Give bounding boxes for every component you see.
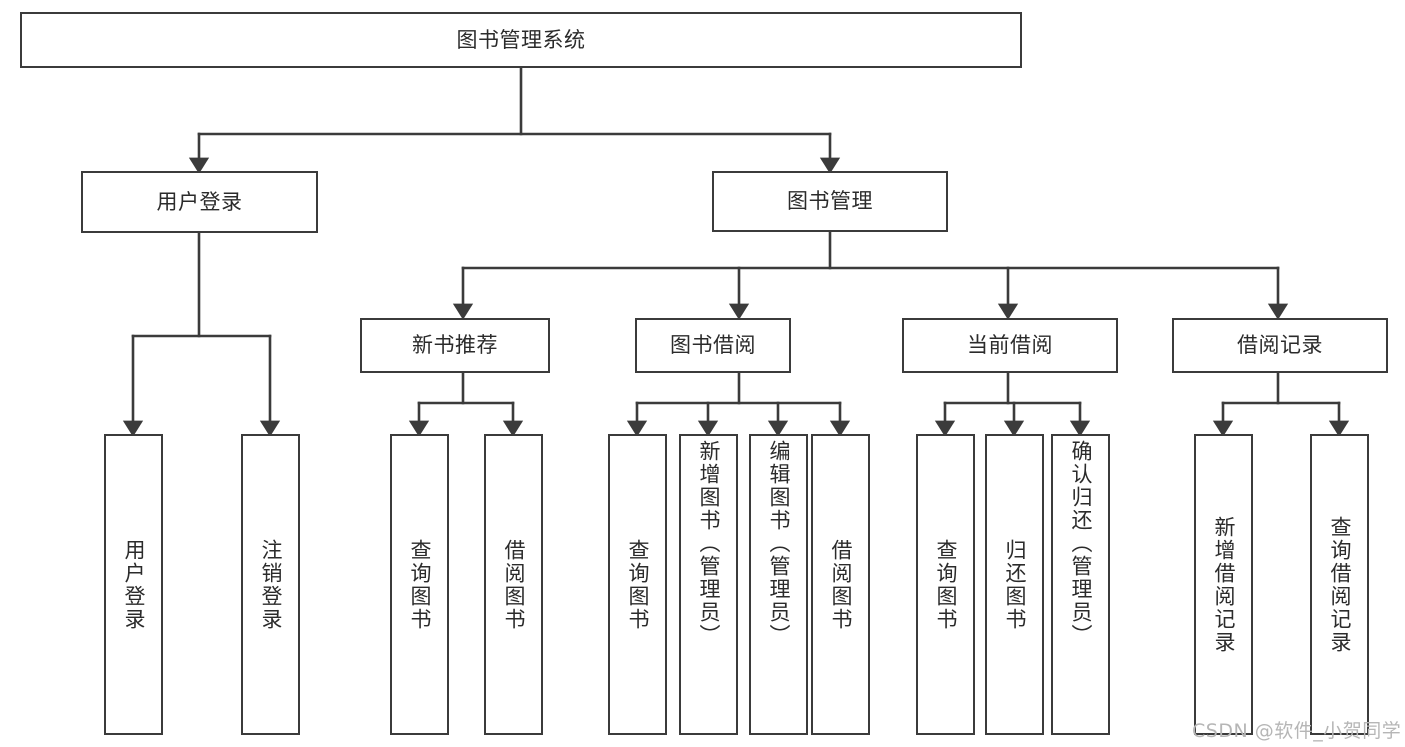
node-leaf-add-record-label: 新增借阅记录 [1212,515,1236,654]
node-leaf-edit-book[interactable]: 编辑图书（管理员） [749,434,808,735]
node-leaf-borrow-book-1-label: 借阅图书 [502,538,526,631]
node-leaf-user-login[interactable]: 用户登录 [104,434,163,735]
node-user-login-label: 用户登录 [156,189,243,214]
node-leaf-add-book-label: 新增图书（管理员） [697,440,721,647]
node-leaf-query-book-2-label: 查询图书 [626,538,650,631]
node-leaf-query-book-1-label: 查询图书 [408,538,432,631]
node-leaf-user-logout[interactable]: 注销登录 [241,434,300,735]
node-new-book-recommend[interactable]: 新书推荐 [360,318,550,373]
node-current-borrow-label: 当前借阅 [967,333,1053,358]
node-leaf-return-book-label: 归还图书 [1003,538,1027,631]
node-leaf-add-book[interactable]: 新增图书（管理员） [679,434,738,735]
node-root-system[interactable]: 图书管理系统 [20,12,1022,68]
node-leaf-query-record[interactable]: 查询借阅记录 [1310,434,1369,735]
node-book-borrow-label: 图书借阅 [670,333,756,358]
node-leaf-query-record-label: 查询借阅记录 [1328,515,1352,654]
node-new-book-recommend-label: 新书推荐 [412,333,498,358]
node-leaf-query-book-3[interactable]: 查询图书 [916,434,975,735]
node-book-manage-label: 图书管理 [787,189,873,214]
node-borrow-record[interactable]: 借阅记录 [1172,318,1388,373]
node-leaf-add-record[interactable]: 新增借阅记录 [1194,434,1253,735]
node-leaf-query-book-1[interactable]: 查询图书 [390,434,449,735]
node-book-manage[interactable]: 图书管理 [712,171,948,232]
node-leaf-confirm-return-label: 确认归还（管理员） [1069,440,1093,647]
node-borrow-record-label: 借阅记录 [1237,333,1323,358]
node-leaf-borrow-book-2[interactable]: 借阅图书 [811,434,870,735]
node-current-borrow[interactable]: 当前借阅 [902,318,1118,373]
node-leaf-query-book-3-label: 查询图书 [934,538,958,631]
node-user-login[interactable]: 用户登录 [81,171,318,233]
node-root-system-label: 图书管理系统 [456,27,586,52]
node-leaf-borrow-book-2-label: 借阅图书 [829,538,853,631]
node-book-borrow[interactable]: 图书借阅 [635,318,791,373]
node-leaf-query-book-2[interactable]: 查询图书 [608,434,667,735]
node-leaf-borrow-book-1[interactable]: 借阅图书 [484,434,543,735]
node-leaf-return-book[interactable]: 归还图书 [985,434,1044,735]
node-leaf-user-login-label: 用户登录 [122,538,146,631]
node-leaf-user-logout-label: 注销登录 [259,538,283,631]
node-leaf-edit-book-label: 编辑图书（管理员） [767,440,791,647]
node-leaf-confirm-return[interactable]: 确认归还（管理员） [1051,434,1110,735]
